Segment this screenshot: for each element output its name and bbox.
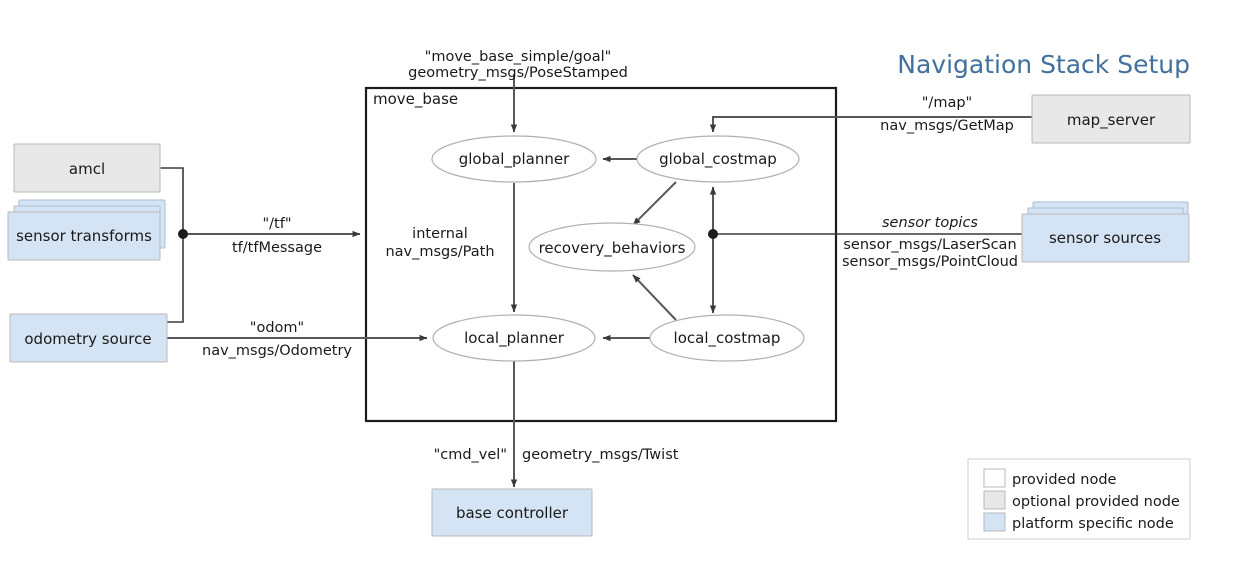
edge-label-goal-type: geometry_msgs/PoseStamped	[408, 65, 628, 81]
node-local-costmap-label: local_costmap	[674, 329, 781, 348]
edge-label-sensor-type-1: sensor_msgs/LaserScan	[843, 237, 1016, 253]
move-base-label: move_base	[373, 90, 458, 109]
node-global-planner-label: global_planner	[459, 150, 570, 169]
node-recovery-behaviors[interactable]	[528, 222, 696, 272]
edge-local-costmap-to-recovery	[632, 274, 677, 321]
node-sensor-sources[interactable]	[1021, 213, 1190, 263]
edge-label-tf-type: tf/tfMessage	[232, 240, 322, 256]
legend-swatch-provided-node	[983, 468, 1006, 488]
node-base-controller[interactable]	[431, 488, 593, 537]
node-odometry-source-label: odometry source	[24, 330, 151, 348]
edge-label-internal: internal	[412, 226, 468, 242]
edge-label-goal-topic: "move_base_simple/goal"	[425, 49, 612, 65]
node-sensor-transforms-label: sensor transforms	[16, 227, 152, 245]
node-global-costmap[interactable]	[636, 135, 800, 183]
edge-map-to-global-costmap	[709, 116, 1032, 133]
legend-label-platform-specific-node: platform specific node	[1012, 516, 1174, 532]
edge-label-map-type: nav_msgs/GetMap	[880, 118, 1014, 134]
move-base-container	[364, 86, 838, 423]
edge-label-odom-type: nav_msgs/Odometry	[202, 343, 352, 359]
node-sensor-sources-label: sensor sources	[1049, 229, 1161, 247]
legend-label-optional-provided-node: optional provided node	[1012, 494, 1180, 510]
edge-label-sensor-type-2: sensor_msgs/PointCloud	[842, 254, 1018, 270]
edge-label-cmdvel-type: geometry_msgs/Twist	[522, 447, 679, 463]
node-map-server-label: map_server	[1067, 111, 1156, 130]
node-map-server[interactable]	[1031, 94, 1191, 144]
node-amcl-label: amcl	[69, 160, 105, 178]
junction-dot-tf	[178, 229, 188, 239]
edge-label-internal-type: nav_msgs/Path	[385, 244, 494, 260]
page-title: Navigation Stack Setup	[897, 50, 1190, 79]
node-recovery-behaviors-label: recovery_behaviors	[539, 239, 686, 258]
node-local-costmap[interactable]	[649, 314, 805, 362]
legend-label-provided-node: provided node	[1012, 472, 1117, 488]
legend-swatch-platform-specific-node	[983, 512, 1006, 532]
edge-label-map-topic: "/map"	[922, 95, 972, 111]
node-global-planner[interactable]	[431, 135, 597, 183]
edge-left-bus	[160, 167, 184, 323]
edge-label-sensor-topics: sensor topics	[882, 215, 978, 231]
node-local-planner[interactable]	[432, 314, 596, 362]
node-sensor-transforms[interactable]	[7, 211, 161, 261]
node-base-controller-label: base controller	[456, 504, 569, 522]
legend-swatch-optional-provided-node	[983, 490, 1006, 510]
edge-label-cmdvel-topic: "cmd_vel"	[434, 447, 507, 463]
node-odometry-source[interactable]	[9, 313, 168, 363]
edge-label-tf-topic: "/tf"	[262, 216, 291, 232]
edge-global-costmap-to-recovery	[632, 181, 677, 226]
node-amcl[interactable]	[13, 143, 161, 193]
node-local-planner-label: local_planner	[464, 329, 565, 348]
node-global-costmap-label: global_costmap	[659, 150, 777, 169]
edge-label-odom-topic: "odom"	[250, 320, 304, 336]
junction-dot-sensors	[708, 229, 718, 239]
